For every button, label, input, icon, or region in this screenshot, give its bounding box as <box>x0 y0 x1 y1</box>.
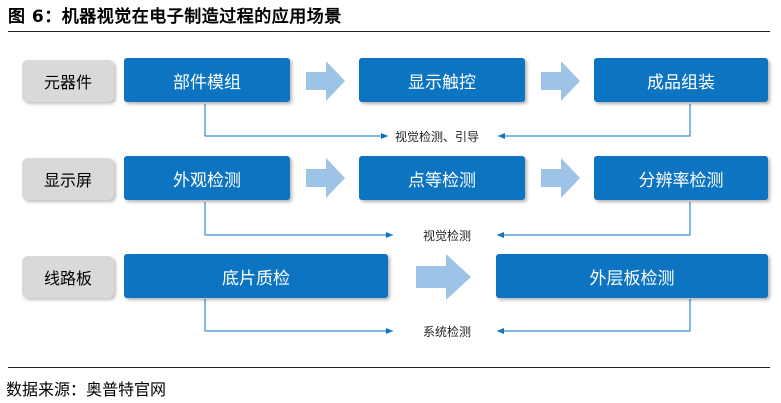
category-display: 显示屏 <box>22 158 114 200</box>
step-appearance-inspection: 外观检测 <box>124 156 290 200</box>
row2-connector-label: 视觉检测 <box>420 227 475 244</box>
category-circuit-board: 线路板 <box>22 256 114 298</box>
step-point-inspection: 点等检测 <box>359 156 525 200</box>
row2-right-connector <box>497 202 691 238</box>
source-note: 数据来源：奥普特官网 <box>6 380 167 399</box>
row3-connector-label: 系统检测 <box>420 323 475 340</box>
flow-arrow-icon <box>416 254 471 300</box>
step-resolution-inspection: 分辨率检测 <box>594 156 768 200</box>
step-outer-layer-inspection: 外层板检测 <box>496 254 768 298</box>
figure-title: 图 6：机器视觉在电子制造过程的应用场景 <box>8 7 342 27</box>
step-final-assembly: 成品组装 <box>594 58 768 102</box>
flow-arrow-icon <box>306 158 345 198</box>
row1-right-connector <box>498 104 691 139</box>
row1-connector-label: 视觉检测、引导 <box>392 128 483 145</box>
category-components: 元器件 <box>22 60 114 102</box>
top-rule <box>8 31 770 32</box>
flow-arrow-icon <box>541 158 580 198</box>
row1-left-connector <box>204 104 388 139</box>
step-component-module: 部件模组 <box>124 58 290 102</box>
step-display-touch: 显示触控 <box>359 58 525 102</box>
step-film-quality-check: 底片质检 <box>124 254 388 298</box>
bottom-rule <box>8 367 770 368</box>
row3-left-connector <box>204 299 393 334</box>
flow-arrow-icon <box>541 61 580 101</box>
row2-left-connector <box>204 202 393 238</box>
row3-right-connector <box>497 299 691 334</box>
flow-arrow-icon <box>306 61 345 101</box>
